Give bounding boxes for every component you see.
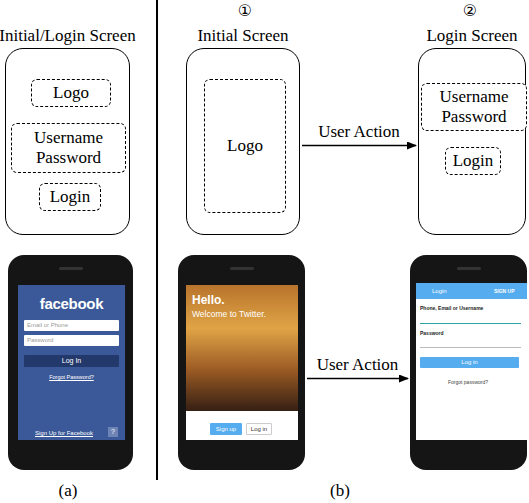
element-label: Username Password [422,87,526,127]
callout-number: ① [220,1,270,21]
screen-heading: Login Screen [411,26,529,45]
element-label: Username Password [12,128,125,168]
screen-frame: Initial/Login ScreenLogoUsername Passwor… [5,48,130,235]
screenshot-text: Hello. [192,293,225,307]
screenshot-text: ? [108,427,118,437]
screenshot-text: Login [432,286,447,296]
phone-screenshot: Login SIGN UP Phone, Email or UsernamePass… [410,255,527,470]
edge-label: User Action [315,355,401,374]
panel-divider [156,0,158,480]
screenshot-text: Forgot password? [448,379,488,386]
subfigure-label: (a) [43,481,93,501]
phone-speaker [457,267,481,270]
bottom-strip [186,411,298,440]
screenshot-text: Welcome to Twitter. [192,309,266,319]
screenshot-text: Forgot Password? [18,374,125,381]
screenshot-text: Log In [24,355,119,367]
input-underline [420,323,521,324]
edge-label: User Action [316,122,402,141]
screenshot-text: facebook [18,295,125,313]
screen-heading: Initial Screen [179,26,307,45]
ui-element-box: Login [445,147,501,175]
phone-display [186,285,298,440]
ui-element-box: Login [39,183,101,211]
screenshot-text: Log in [420,357,519,368]
phone-screenshot: Hello. Welcome to Twitter. Sign up Log in [178,255,305,470]
phone-screenshot: facebookEmail or PhonePasswordLog In Forg… [8,255,133,470]
phone-speaker [230,267,254,270]
arrow-connector [302,145,416,147]
screenshot-text: Password [24,335,119,346]
screenshot-text: Password [420,330,444,337]
phone-speaker [59,267,83,270]
element-label: Login [453,151,494,171]
element-label: Login [50,187,91,207]
screenshot-text: Sign Up for Facebook [26,429,102,437]
ui-element-box: Username Password [11,123,126,173]
ui-element-box: Logo [204,79,286,213]
screen-heading: Initial/Login Screen [0,26,137,45]
screenshot-text: Email or Phone [24,320,119,331]
arrow-connector [307,378,408,380]
subfigure-label: (b) [315,481,365,501]
input-underline [420,347,521,348]
ui-element-box: Username Password [421,83,527,131]
element-label: Logo [227,136,263,156]
screenshot-text: Log in [246,423,272,435]
element-label: Logo [53,83,89,103]
screen-frame: Initial ScreenLogo [186,48,300,235]
callout-number: ② [445,1,495,21]
screenshot-text: SIGN UP [494,286,515,296]
ui-element-box: Logo [31,79,111,107]
screenshot-text: Phone, Email or Username [420,305,483,312]
screen-frame: Login ScreenUsername PasswordLogin [418,48,526,235]
screenshot-text: Sign up [210,423,242,435]
